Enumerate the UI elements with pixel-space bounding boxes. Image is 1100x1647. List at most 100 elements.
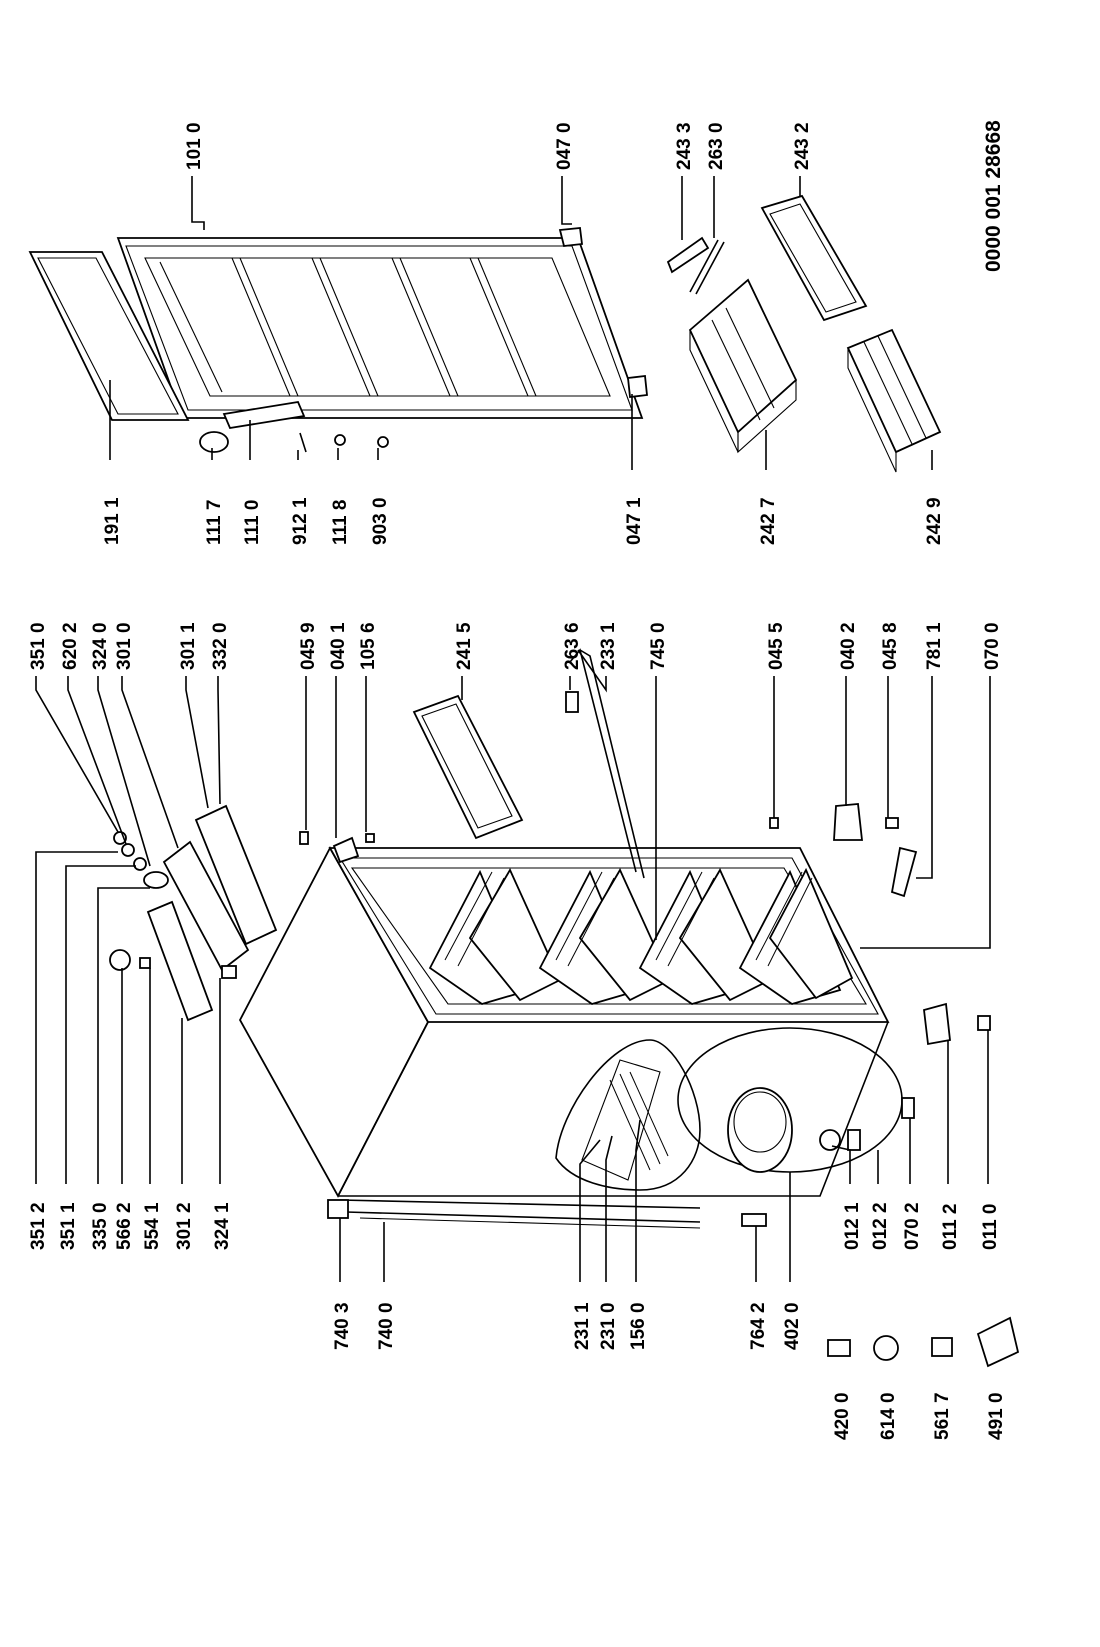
label-740-3: 740 3 xyxy=(332,1302,353,1350)
label-301-1: 301 1 xyxy=(178,622,199,670)
part-243-3 xyxy=(666,236,710,274)
part-045-8 xyxy=(885,817,899,829)
part-420-0 xyxy=(827,1339,851,1357)
part-labels: 101 0 047 0 243 3 263 0 243 2 191 1 111 … xyxy=(28,120,1007,1440)
part-045-5 xyxy=(769,817,779,829)
part-040-1 xyxy=(332,836,360,864)
label-111-0: 111 0 xyxy=(242,500,263,545)
label-324-1: 324 1 xyxy=(212,1202,233,1250)
part-614-0 xyxy=(873,1335,899,1361)
label-191-1: 191 1 xyxy=(102,497,123,545)
label-351-1: 351 1 xyxy=(58,1202,79,1250)
label-301-2: 301 2 xyxy=(174,1202,195,1250)
part-335-0 xyxy=(143,871,169,889)
door-outer xyxy=(116,237,644,419)
part-012-2 xyxy=(847,1129,861,1151)
label-011-0: 011 0 xyxy=(980,1204,1001,1251)
label-111-7: 111 7 xyxy=(204,500,225,545)
label-912-1: 912 1 xyxy=(290,497,311,545)
label-614-0: 614 0 xyxy=(878,1392,899,1440)
part-301-0 xyxy=(162,840,250,972)
part-012-1 xyxy=(819,1129,841,1151)
condenser-tube xyxy=(339,1199,701,1209)
label-263-0: 263 0 xyxy=(706,122,727,170)
label-156-0: 156 0 xyxy=(628,1302,649,1350)
cabinet-body xyxy=(109,648,1020,1368)
label-351-0: 351 0 xyxy=(28,622,49,670)
evaporator-detail-bubble xyxy=(555,1039,701,1191)
label-332-0: 332 0 xyxy=(210,622,231,670)
label-263-6: 263 6 xyxy=(562,622,583,670)
part-040-2 xyxy=(833,803,864,841)
label-243-3: 243 3 xyxy=(674,122,695,170)
evaporator-shelves xyxy=(428,867,854,1005)
label-012-1: 012 1 xyxy=(842,1202,863,1250)
label-045-5: 045 5 xyxy=(766,622,787,670)
label-111-8: 111 8 xyxy=(330,500,351,545)
part-241-5 xyxy=(412,694,524,840)
part-351-1 xyxy=(133,857,147,871)
compressor-detail-bubble xyxy=(677,1027,903,1173)
part-554-1 xyxy=(139,957,151,969)
part-047-0 xyxy=(558,227,584,247)
part-111-0 xyxy=(222,400,306,430)
part-011-2 xyxy=(923,1002,951,1046)
part-242-9 xyxy=(846,328,942,454)
part-263-6 xyxy=(565,691,579,713)
label-242-9: 242 9 xyxy=(924,497,945,545)
label-242-7: 242 7 xyxy=(758,497,779,545)
part-047-1 xyxy=(627,374,648,399)
label-105-6: 105 6 xyxy=(358,622,379,670)
part-242-7 xyxy=(688,278,798,434)
label-070-2: 070 2 xyxy=(902,1202,923,1250)
label-040-2: 040 2 xyxy=(838,622,859,670)
part-781-1 xyxy=(890,846,918,898)
label-402-0: 402 0 xyxy=(782,1302,803,1350)
door-assembly xyxy=(28,227,648,453)
label-233-1: 233 1 xyxy=(598,622,619,670)
label-620-2: 620 2 xyxy=(60,622,81,670)
part-011-0 xyxy=(977,1015,991,1031)
part-402-0 xyxy=(727,1087,793,1173)
part-105-6 xyxy=(365,833,375,843)
part-561-7 xyxy=(931,1337,953,1357)
label-561-7: 561 7 xyxy=(932,1392,953,1440)
label-740-0: 740 0 xyxy=(376,1302,397,1350)
label-554-1: 554 1 xyxy=(142,1202,163,1250)
label-301-0: 301 0 xyxy=(114,622,135,670)
part-243-2 xyxy=(760,194,868,322)
part-324-1 xyxy=(221,965,237,979)
label-241-5: 241 5 xyxy=(454,622,475,670)
label-781-1: 781 1 xyxy=(924,622,945,670)
part-566-2 xyxy=(109,949,131,971)
part-903-0 xyxy=(377,436,389,448)
door-gasket xyxy=(28,251,190,421)
label-324-0: 324 0 xyxy=(90,622,111,670)
label-047-0: 047 0 xyxy=(554,122,575,170)
label-045-9: 045 9 xyxy=(298,622,319,670)
part-740-3 xyxy=(327,1199,349,1219)
part-491-0 xyxy=(976,1316,1020,1368)
part-620-2 xyxy=(121,843,135,857)
document-number: 0000 001 28668 xyxy=(982,120,1005,272)
drawers xyxy=(666,194,942,473)
part-111-7 xyxy=(199,431,229,453)
label-047-1: 047 1 xyxy=(624,497,645,545)
part-111-8 xyxy=(334,434,346,446)
label-566-2: 566 2 xyxy=(114,1202,135,1250)
label-335-0: 335 0 xyxy=(90,1202,111,1250)
part-301-1 xyxy=(194,804,278,946)
label-764-2: 764 2 xyxy=(748,1302,769,1350)
label-011-2: 011 2 xyxy=(940,1204,961,1251)
label-012-2: 012 2 xyxy=(870,1202,891,1250)
label-420-0: 420 0 xyxy=(832,1392,853,1440)
label-231-1: 231 1 xyxy=(572,1302,593,1350)
label-903-0: 903 0 xyxy=(370,497,391,545)
label-040-1: 040 1 xyxy=(328,622,349,670)
label-070-0: 070 0 xyxy=(982,622,1003,670)
label-243-2: 243 2 xyxy=(792,122,813,170)
label-491-0: 491 0 xyxy=(986,1392,1007,1440)
part-045-9 xyxy=(299,831,309,845)
